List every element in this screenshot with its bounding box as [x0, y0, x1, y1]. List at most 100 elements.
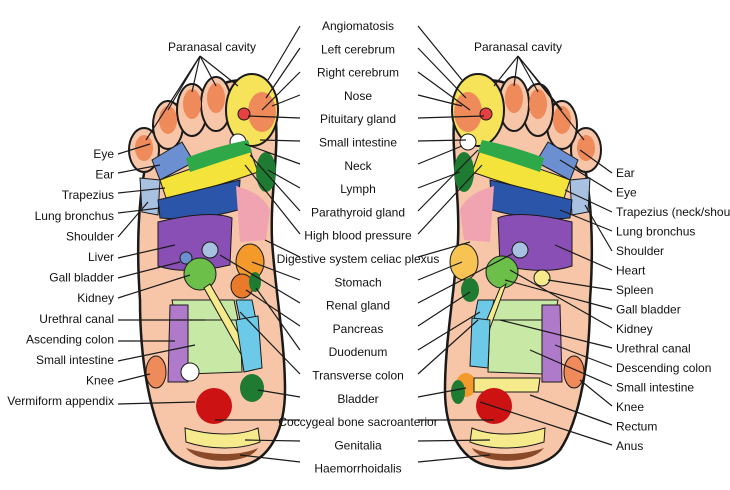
left-foot — [128, 73, 287, 470]
left-label-knee: Knee — [86, 374, 114, 388]
right-label-trapezius-neck-shoulder: Trapezius (neck/shoulder) — [616, 205, 730, 219]
left-label-lung-bronchus: Lung bronchus — [35, 209, 114, 223]
center-label-neck: Neck — [344, 159, 372, 173]
center-label-pituitary-gland: Pituitary gland — [320, 112, 396, 126]
left-label-urethral-canal: Urethral canal — [39, 312, 114, 326]
center-label-small-intestine: Small intestine — [319, 136, 397, 150]
left-label-trapezius: Trapezius — [62, 188, 114, 202]
right-label-rectum: Rectum — [616, 420, 657, 434]
center-label-lymph: Lymph — [340, 182, 376, 196]
right-descending-colon — [541, 304, 563, 383]
center-label-genitalia: Genitalia — [334, 438, 382, 452]
left-label-shoulder: Shoulder — [66, 229, 114, 243]
left-ascending-colon — [167, 304, 189, 383]
left-sinus-zone — [135, 135, 153, 161]
center-label-bladder: Bladder — [337, 392, 378, 406]
right-renal-zone — [511, 241, 529, 259]
left-label-liver: Liver — [88, 250, 114, 264]
right-pituitary-zone — [479, 107, 493, 121]
center-label-haemorrhoidalis: Haemorrhoidalis — [314, 462, 401, 476]
center-label-right-cerebrum: Right cerebrum — [317, 66, 399, 80]
left-bladder-cyan — [235, 315, 263, 373]
left-label-vermiform-appendix: Vermiform appendix — [7, 394, 114, 408]
right-rectum-zone — [473, 377, 541, 393]
left-plexus-zone — [236, 186, 270, 242]
right-pancreas-zone — [461, 278, 479, 302]
left-pituitary-zone — [237, 107, 251, 121]
paranasal-labels: Paranasal cavity Paranasal cavity — [168, 40, 562, 54]
right-anus-zone — [451, 380, 465, 404]
right-small-intestine-zone — [487, 319, 543, 375]
left-sinus-zone — [159, 106, 177, 134]
left-label-kidney: Kidney — [77, 291, 114, 305]
right-knee-zone — [563, 355, 585, 389]
right-sinus-zone — [577, 135, 595, 161]
right-cerebrum-zone — [454, 92, 482, 132]
right-haemorrhoidalis-zone — [472, 448, 544, 461]
right-lymph-zone — [454, 152, 474, 192]
center-label-pancreas: Pancreas — [333, 322, 384, 336]
right-label-shoulder: Shoulder — [616, 244, 664, 258]
left-knee-dot — [180, 362, 200, 382]
center-label-high-blood-pressure: High blood pressure — [304, 229, 412, 243]
right-label-descending-colon: Descending colon — [616, 361, 711, 375]
center-label-parathyroid-gland: Parathyroid gland — [311, 205, 405, 219]
right-stomach-zone — [449, 243, 479, 281]
left-lymph-zone — [256, 152, 276, 192]
right-label-kidney: Kidney — [616, 322, 653, 336]
right-label-gall-bladder: Gall bladder — [616, 303, 681, 317]
left-label-eye: Eye — [93, 147, 114, 161]
leader-lines — [117, 25, 613, 463]
right-label-ear: Ear — [616, 166, 635, 180]
center-label-coccygeal-bone-sacroanterior: Coccygeal bone sacroanterior — [278, 415, 437, 429]
center-label-renal-gland: Renal gland — [326, 299, 390, 313]
right-sinus-zone — [553, 106, 571, 134]
left-label-small-intestine: Small intestine — [36, 353, 114, 367]
right-label-heart: Heart — [616, 264, 646, 278]
left-duodenum-zone — [249, 272, 261, 292]
center-label-angiomatosis: Angiomatosis — [322, 19, 394, 33]
left-genitalia-zone — [184, 427, 261, 449]
left-knee-zone — [145, 355, 167, 389]
right-label-eye: Eye — [616, 186, 637, 200]
right-label-knee: Knee — [616, 400, 644, 414]
center-label-digestive-system-celiac-plexus: Digestive system celiac plexus — [277, 252, 440, 266]
center-label-stomach: Stomach — [334, 275, 381, 289]
right-neck-zone — [459, 133, 477, 151]
left-kidney-zone — [183, 257, 217, 291]
left-heel-zone — [196, 388, 232, 424]
right-sinus-zone — [505, 83, 523, 113]
left-lung-green — [186, 140, 252, 172]
right-plexus-zone — [460, 186, 494, 242]
right-label-lung-bronchus: Lung bronchus — [616, 225, 695, 239]
right-bladder-cyan — [469, 317, 491, 369]
left-haemorrhoidalis-zone — [186, 448, 258, 461]
right-spleen-zone — [533, 269, 551, 287]
left-cerebrum-zone — [248, 92, 276, 132]
left-renal-zone — [201, 241, 219, 259]
right-sinus-zone — [529, 89, 547, 119]
left-sinus-zone — [183, 89, 201, 119]
right-lung-green — [478, 140, 544, 172]
center-label-left-cerebrum: Left cerebrum — [321, 42, 395, 56]
left-label-ascending-colon: Ascending colon — [26, 332, 114, 346]
left-gallbladder-zone — [179, 251, 193, 265]
center-label-duodenum: Duodenum — [329, 345, 388, 359]
left-sinus-zone — [207, 83, 225, 113]
right-label-spleen: Spleen — [616, 283, 653, 297]
right-label-anus: Anus — [616, 439, 643, 453]
left-bladder-zone — [240, 374, 264, 402]
left-label-ear: Ear — [95, 168, 114, 182]
right-genitalia-zone — [469, 427, 546, 449]
right-label-small-intestine: Small intestine — [616, 381, 694, 395]
right-label-urethral-canal: Urethral canal — [616, 342, 691, 356]
left-label-gall-bladder: Gall bladder — [49, 271, 114, 285]
label-paranasal-left: Paranasal cavity — [168, 40, 256, 54]
label-paranasal-right: Paranasal cavity — [474, 40, 562, 54]
center-label-nose: Nose — [344, 89, 372, 103]
center-label-transverse-colon: Transverse colon — [312, 369, 404, 383]
